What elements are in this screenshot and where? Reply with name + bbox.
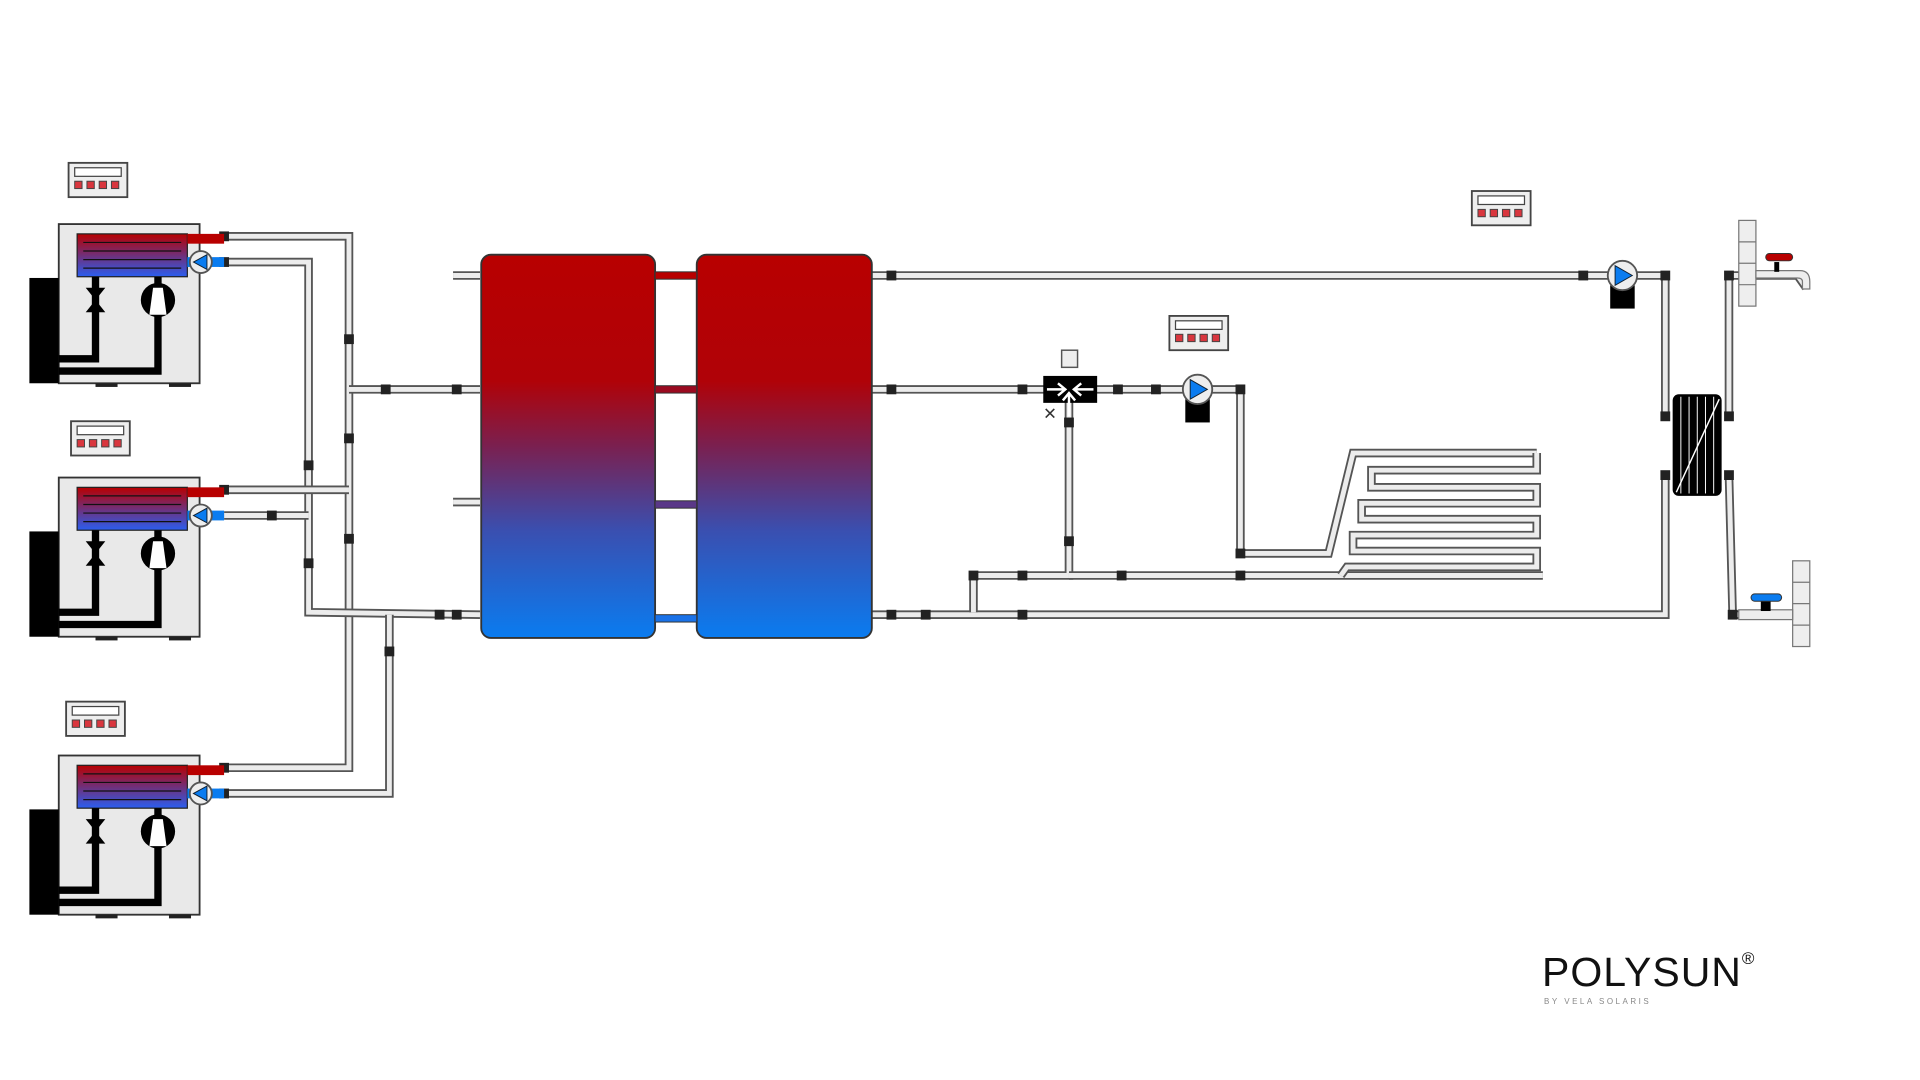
pipe-joint <box>1660 270 1671 281</box>
pipe-joint <box>1724 470 1734 480</box>
pipe-joint <box>1578 270 1589 281</box>
pipe-joint <box>1235 384 1246 395</box>
pipe <box>224 614 394 798</box>
pipe-joint <box>1064 417 1074 428</box>
pipe-joint <box>434 609 445 620</box>
pipe-joint <box>1017 570 1028 581</box>
pipe <box>871 385 1537 558</box>
valve-actuator-icon <box>1060 349 1079 369</box>
pipe-joint <box>1064 536 1074 547</box>
pipe-joint <box>344 334 354 345</box>
pipe-joint <box>380 384 391 395</box>
condenser-icon <box>76 486 188 531</box>
controller-icon <box>1470 190 1532 227</box>
pipe-joint <box>266 510 277 521</box>
pipe-joint <box>384 646 395 657</box>
hot-water-tap-icon <box>1738 219 1811 307</box>
pipe-joint <box>1151 384 1161 395</box>
pipe <box>871 271 1670 417</box>
logo-brand: POLYSUN <box>1542 949 1742 995</box>
pipe-joint <box>1724 270 1734 281</box>
pipe-joint <box>886 609 897 620</box>
condenser-icon <box>76 233 188 278</box>
evaporator-icon <box>29 277 59 384</box>
pipe-joint <box>1017 384 1028 395</box>
pipe-joint <box>1660 411 1671 422</box>
pipe-joint <box>968 570 979 581</box>
pipe <box>224 232 354 773</box>
circulation-pump-icon <box>1181 373 1214 423</box>
condenser-icon <box>76 764 188 809</box>
pipe-joint <box>303 460 314 471</box>
pipe-joint <box>451 609 462 620</box>
pipe-joint <box>886 270 897 281</box>
logo-tagline: BY VELA SOLARIS <box>1544 997 1652 1006</box>
pipe-joint <box>303 558 314 569</box>
controller-icon <box>1168 315 1230 352</box>
pipe-joint <box>344 433 354 444</box>
controller-icon <box>70 420 131 457</box>
pipe-joint <box>1724 411 1734 422</box>
pipe-joint <box>1727 609 1738 620</box>
pipe-joint <box>1235 548 1246 559</box>
tank-connector <box>654 500 698 509</box>
heat-pump-icon <box>29 754 225 919</box>
storage-tank-icon <box>695 253 873 639</box>
plate-heat-exchanger-icon <box>1672 394 1722 496</box>
pipe-joint <box>1017 609 1028 620</box>
pipe-joint <box>451 384 462 395</box>
pipe <box>871 475 1670 619</box>
pipe-joint <box>886 384 897 395</box>
cold-water-inlet-icon <box>1738 560 1811 648</box>
heat-pump-icon <box>29 476 225 641</box>
evaporator-icon <box>29 809 59 915</box>
storage-tank-icon <box>480 253 657 639</box>
three-way-mixing-valve-icon <box>1043 349 1098 419</box>
pipe-network <box>224 232 1810 798</box>
pipe-joint <box>1113 384 1123 395</box>
tank-connector <box>654 614 698 623</box>
expansion-valve-icon <box>85 819 106 844</box>
polysun-logo: POLYSUN® BY VELA SOLARIS <box>1542 949 1756 1006</box>
controller-icon <box>65 700 126 737</box>
tank-connector <box>654 271 698 280</box>
pipe-joint <box>344 533 354 544</box>
logo-registered: ® <box>1741 949 1756 968</box>
pipe-joint <box>1235 570 1246 581</box>
tank-connector <box>654 385 698 394</box>
pipe-joint <box>1116 570 1127 581</box>
pipe-joint <box>1660 470 1671 480</box>
pipe <box>1337 453 1542 579</box>
heat-pump-icon <box>29 223 225 387</box>
pipe-joint <box>920 609 931 620</box>
expansion-valve-icon <box>85 541 106 566</box>
pipe <box>224 257 481 619</box>
evaporator-icon <box>29 531 59 637</box>
circulation-pump-icon <box>1606 259 1639 309</box>
controller-icon <box>67 161 129 199</box>
